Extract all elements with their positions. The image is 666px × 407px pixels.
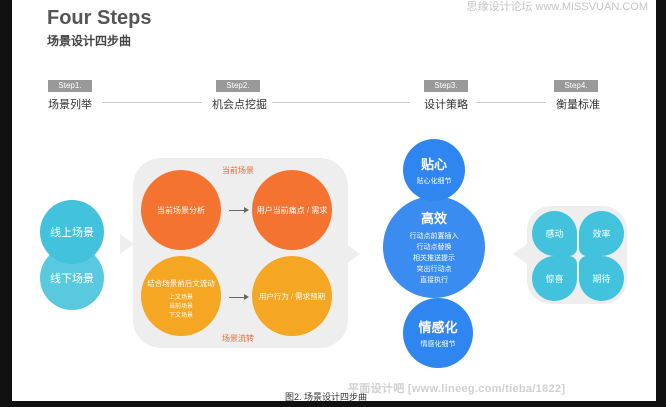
frame-right-edge [656, 0, 666, 407]
efficient-title: 高效 [420, 211, 447, 226]
context-item-current: 当前场景 [168, 304, 193, 310]
arrow-context-to-behavior [229, 294, 249, 300]
context-flow-label: 结合场景前后文流动 [147, 279, 215, 288]
step-2-label: 机会点挖掘 [212, 99, 267, 111]
step-connector-1 [102, 102, 202, 103]
efficient-item: 突出行动点 [416, 266, 452, 273]
emotional-title: 情感化 [418, 320, 458, 335]
measure-expectation-label: 期待 [592, 274, 611, 284]
pain-points-circle: 用户当前痛点 / 需求 [252, 170, 332, 250]
step-1-label: 场景列举 [48, 99, 92, 111]
efficient-circle: 高效 行动点前置插入 行动点替换 相关推送提示 突出行动点 直接执行 [383, 196, 485, 298]
measure-touched-label: 感动 [545, 229, 564, 239]
arrow-step1-to-step2 [120, 234, 134, 254]
frame-bottom-edge [0, 401, 666, 407]
caring-title: 贴心 [420, 157, 447, 172]
behavior-forecast-circle: 用户行为 / 需求预期 [252, 256, 332, 336]
measure-surprise: 惊喜 [532, 256, 577, 301]
scene-flow-label: 场景流转 [222, 334, 254, 343]
step-1-badge: Step1. [48, 80, 92, 92]
page-title: Four Steps [47, 7, 152, 29]
measure-efficiency-label: 效率 [592, 229, 611, 239]
offline-scene-label: 线下场景 [50, 273, 94, 285]
current-analysis-circle: 当前场景分析 [141, 170, 221, 250]
step-connector-2 [272, 102, 410, 103]
step-4-badge: Step4. [554, 80, 598, 92]
offline-scene-circle: 线下场景 [40, 246, 104, 310]
frame-left-edge [0, 0, 12, 407]
step-2-badge: Step2. [216, 80, 260, 92]
context-flow-circle: 结合场景前后文流动 上文场景 当前场景 下文场景 [141, 256, 221, 336]
measure-surprise-label: 惊喜 [545, 274, 564, 284]
caring-sub: 贴心化细节 [416, 178, 452, 185]
arrow-analysis-to-painpoints [229, 207, 249, 213]
efficient-item: 行动点替换 [416, 244, 452, 251]
online-scene-label: 线上场景 [50, 227, 94, 239]
measure-touched: 感动 [532, 211, 577, 256]
behavior-forecast-label: 用户行为 / 需求预期 [258, 291, 326, 301]
caring-circle: 贴心 贴心化细节 [403, 139, 465, 201]
current-analysis-label: 当前场景分析 [157, 205, 205, 215]
context-item-next: 下文场景 [168, 313, 193, 319]
efficient-item: 相关推送提示 [413, 255, 455, 262]
page-subtitle: 场景设计四步曲 [47, 34, 132, 48]
figure-caption: 图2. 场景设计四步曲 [285, 392, 368, 402]
measure-expectation: 期待 [579, 256, 624, 301]
emotional-circle: 情感化 情感化细节 [403, 298, 473, 368]
pain-points-label: 用户当前痛点 / 需求 [256, 205, 328, 215]
arrow-step4-to-step3 [513, 244, 527, 264]
measure-efficiency: 效率 [579, 211, 624, 256]
current-scene-label: 当前场景 [222, 166, 254, 175]
top-watermark: 思缘设计论坛 www.MISSVUAN.COM [466, 1, 648, 13]
step-4-label: 衡量标准 [556, 99, 600, 111]
arrow-step2-to-step3 [346, 244, 360, 264]
step-3-label: 设计策略 [424, 99, 468, 111]
step-3-badge: Step3. [424, 80, 468, 92]
bottom-watermark: 平面设计吧 [www.lineeg.com/tieba/1822] [348, 383, 566, 395]
emotional-sub: 情感化细节 [420, 341, 456, 348]
context-item-prev: 上文场景 [168, 295, 193, 301]
efficient-item: 直接执行 [420, 277, 448, 284]
step-connector-3 [476, 102, 546, 103]
efficient-item: 行动点前置插入 [409, 233, 459, 240]
